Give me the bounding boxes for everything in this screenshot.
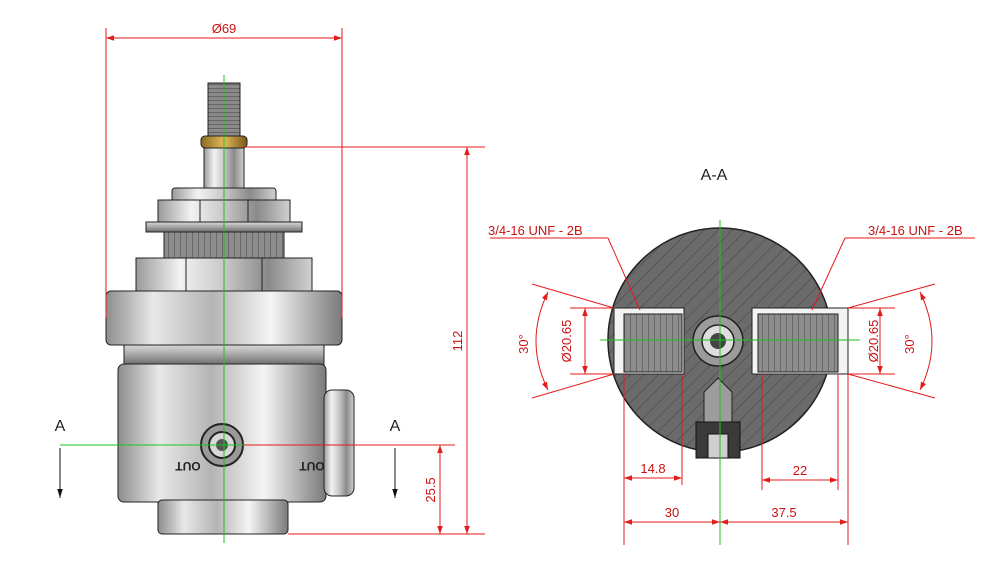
dim-diameter-right: Ø20.65 [866,320,881,363]
dim-depth-left: 14.8 [640,461,665,476]
section-title: A-A [701,167,728,184]
dim-depth-right: 22 [793,463,807,478]
out-label-front: OUT [175,459,201,473]
thread-label-right: 3/4-16 UNF - 2B [868,223,963,238]
port-left [623,313,683,373]
dim-offset-right: 37.5 [771,505,796,520]
dim-diameter-body: Ø69 [212,21,237,36]
dim-diameter-left: Ø20.65 [559,320,574,363]
dim-height-total: 112 [450,331,465,352]
dim-offset-left: 30 [665,505,679,520]
bottom-insert [703,377,733,425]
side-port-boss [323,389,355,497]
section-marker-right: A [390,418,401,435]
out-label-side: OUT [299,459,325,473]
section-marker-left: A [55,418,66,435]
bottom-spigot [157,499,289,535]
dim-angle-right: 30° [902,334,917,354]
elevation-view: OUT OUT [105,82,355,535]
port-right [757,313,839,373]
dim-angle-left: 30° [516,334,531,354]
section-view [607,227,849,459]
thread-label-left: 3/4-16 UNF - 2B [488,223,583,238]
dim-height-out: 25.5 [423,477,438,502]
